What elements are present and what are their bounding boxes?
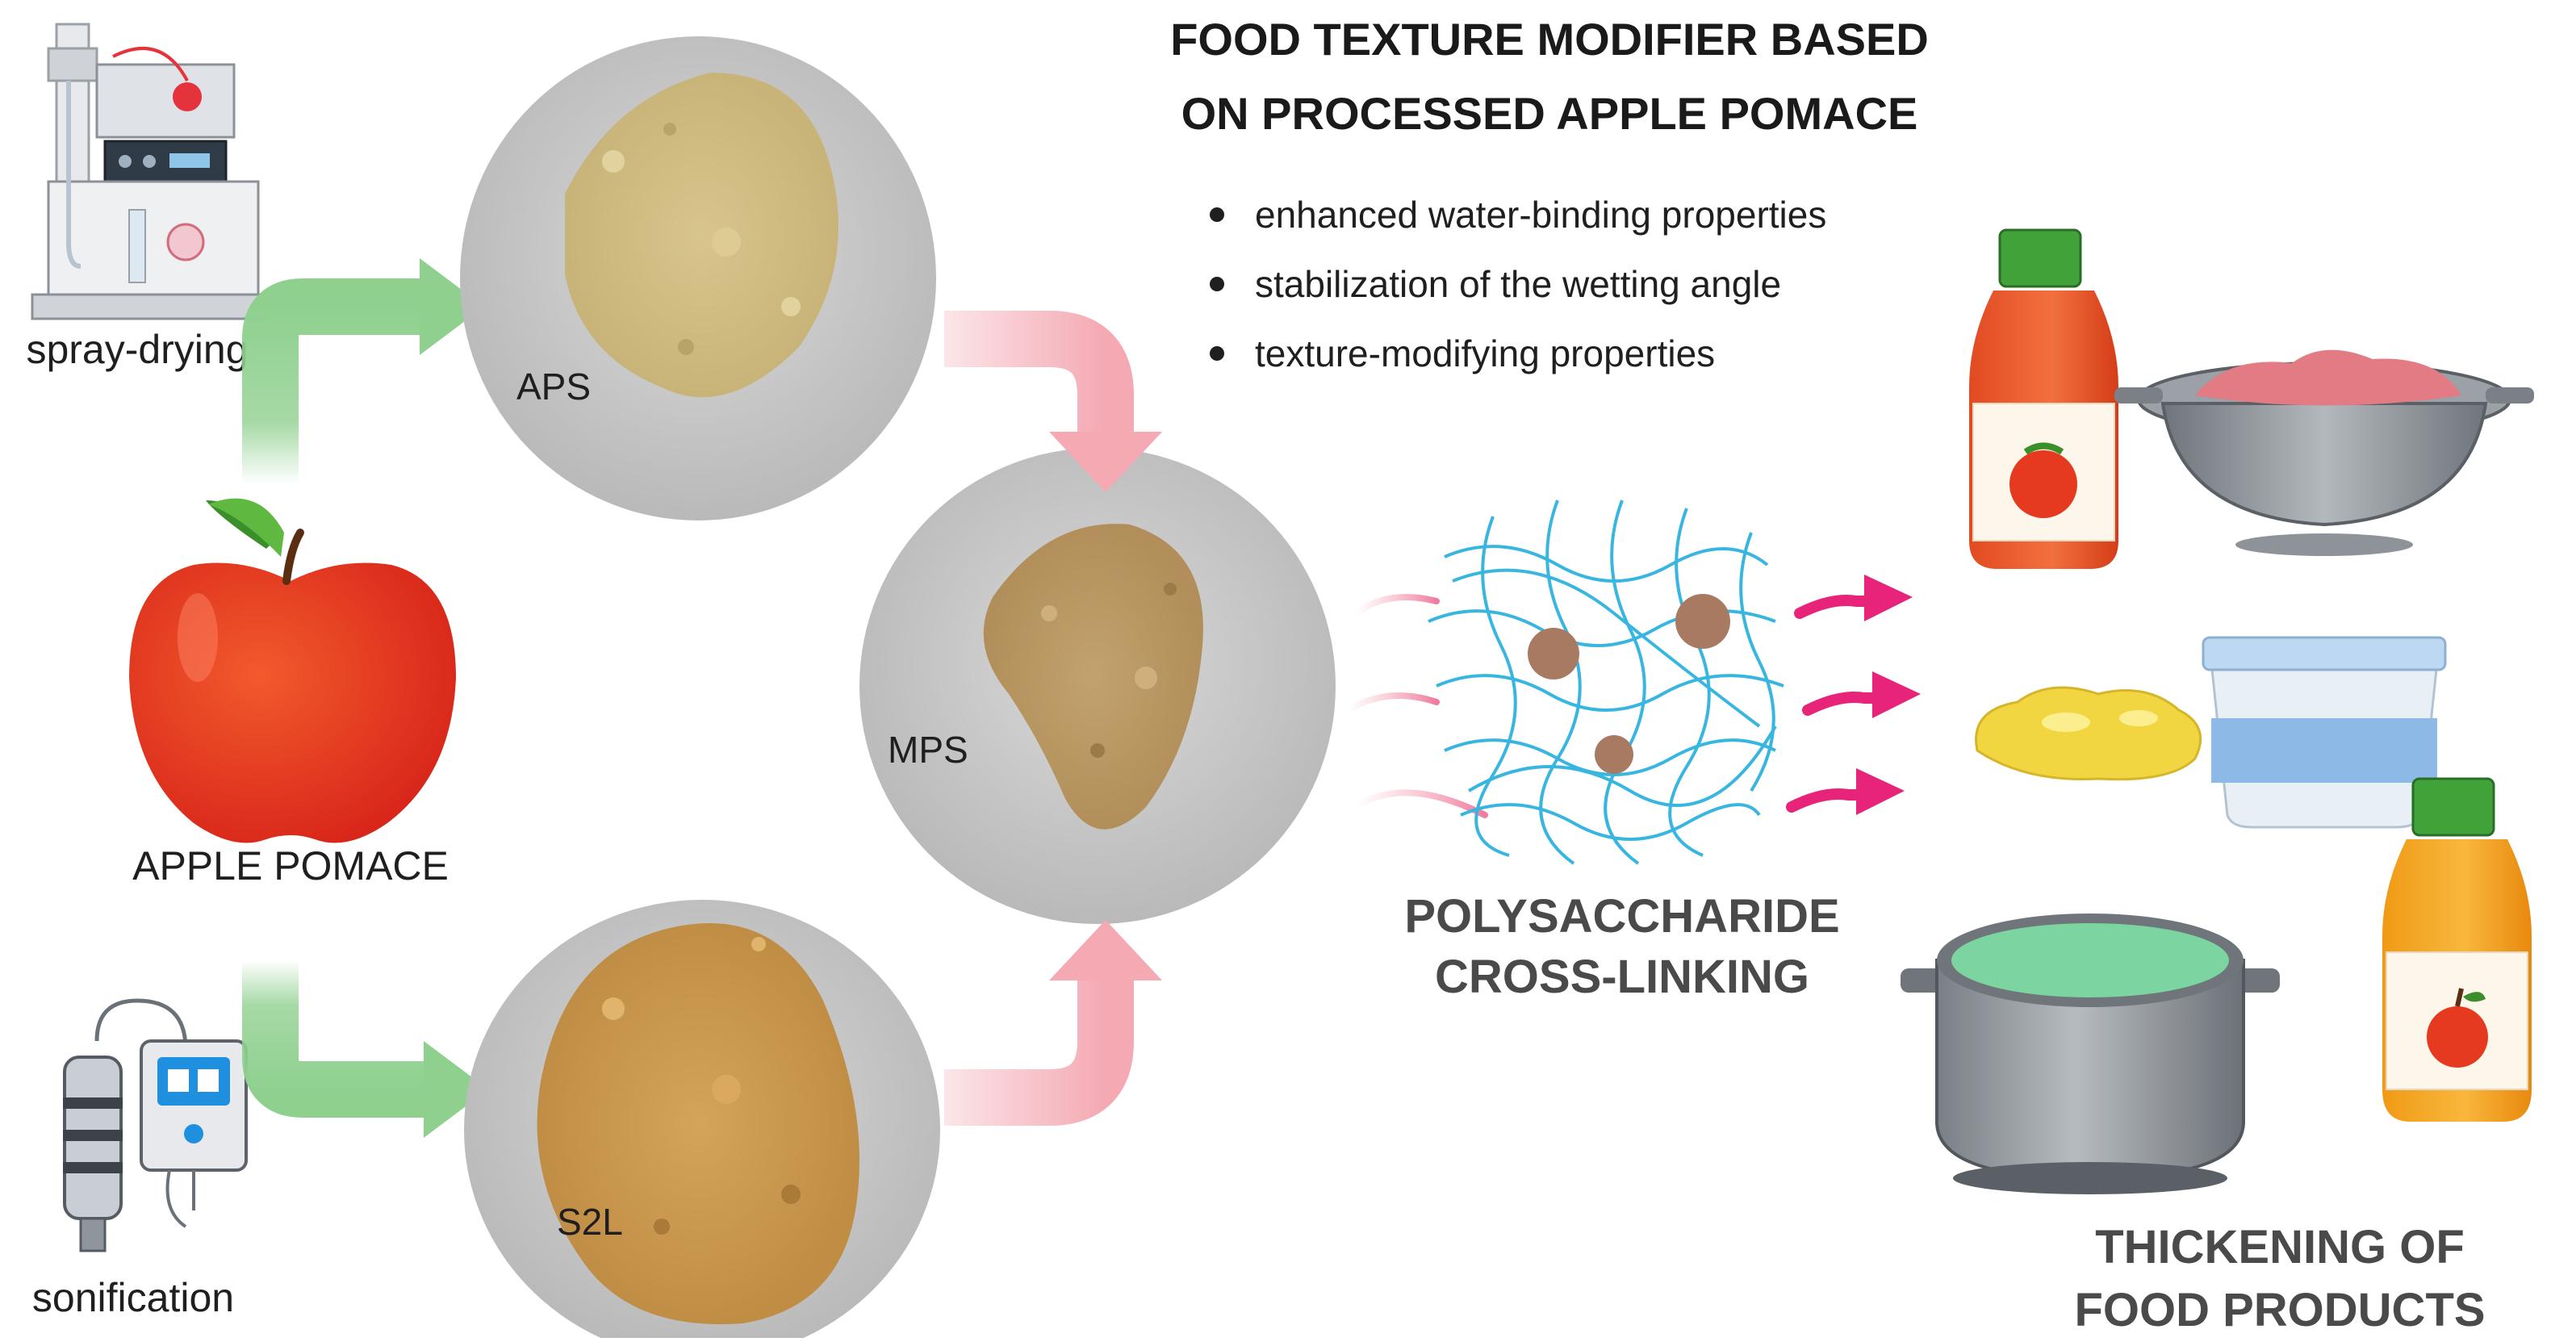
property-item-3: texture-modifying properties bbox=[1255, 332, 1715, 374]
custard-puddle-icon bbox=[1975, 686, 2202, 781]
process-label-sonification: sonification bbox=[32, 1275, 234, 1320]
pink-arrow-aps-to-mps bbox=[944, 311, 1162, 492]
title-line-2: ON PROCESSED APPLE POMACE bbox=[1181, 88, 1918, 139]
sample-plate-s2l bbox=[464, 900, 940, 1342]
sample-label-s2l: S2L bbox=[557, 1201, 623, 1243]
bullet-dot bbox=[1210, 346, 1224, 361]
process-label-spray-drying: spray-drying bbox=[26, 327, 248, 372]
green-arrow-spray-to-aps bbox=[242, 258, 484, 484]
network-particles bbox=[1528, 594, 1730, 774]
crosslink-label-line-2: CROSS-LINKING bbox=[1435, 951, 1809, 1003]
sonicator-illustration bbox=[63, 998, 248, 1252]
bullet-dot bbox=[1210, 207, 1224, 222]
soup-pot-icon bbox=[1901, 913, 2280, 1194]
bullet-dot bbox=[1210, 277, 1224, 291]
sample-plate-aps bbox=[460, 36, 936, 520]
property-item-1: enhanced water-binding properties bbox=[1255, 194, 1826, 236]
sample-plate-mps bbox=[859, 448, 1336, 924]
outcome-label-line-1: THICKENING OF bbox=[2095, 1221, 2465, 1273]
sample-label-mps: MPS bbox=[888, 729, 968, 771]
tomato-juice-bottle-icon bbox=[1969, 228, 2118, 569]
title-block: FOOD TEXTURE MODIFIER BASED ON PROCESSED… bbox=[1170, 14, 1929, 139]
spray-dryer-illustration bbox=[31, 23, 268, 320]
yogurt-cup-icon bbox=[2202, 636, 2447, 829]
crosslink-label-line-1: POLYSACCHARIDE bbox=[1404, 890, 1839, 943]
magenta-arrows-to-products bbox=[1786, 575, 1921, 815]
sample-label-aps: APS bbox=[516, 366, 591, 408]
bowl-icon bbox=[2114, 349, 2534, 556]
green-arrow-sonication-to-s2l bbox=[242, 960, 488, 1138]
properties-list: enhanced water-binding properties stabil… bbox=[1210, 194, 1826, 374]
apple-icon bbox=[129, 498, 456, 843]
apple-juice-bottle-icon bbox=[2382, 777, 2532, 1122]
pink-arrow-s2l-to-mps bbox=[944, 920, 1162, 1126]
source-label-apple-pomace: APPLE POMACE bbox=[132, 843, 449, 888]
title-line-1: FOOD TEXTURE MODIFIER BASED bbox=[1170, 14, 1929, 65]
wisp-arrows-into-network bbox=[1344, 594, 1488, 818]
polysaccharide-network bbox=[1428, 500, 1784, 865]
outcome-label-line-2: FOOD PRODUCTS bbox=[2074, 1284, 2485, 1336]
property-item-2: stabilization of the wetting angle bbox=[1255, 263, 1781, 305]
